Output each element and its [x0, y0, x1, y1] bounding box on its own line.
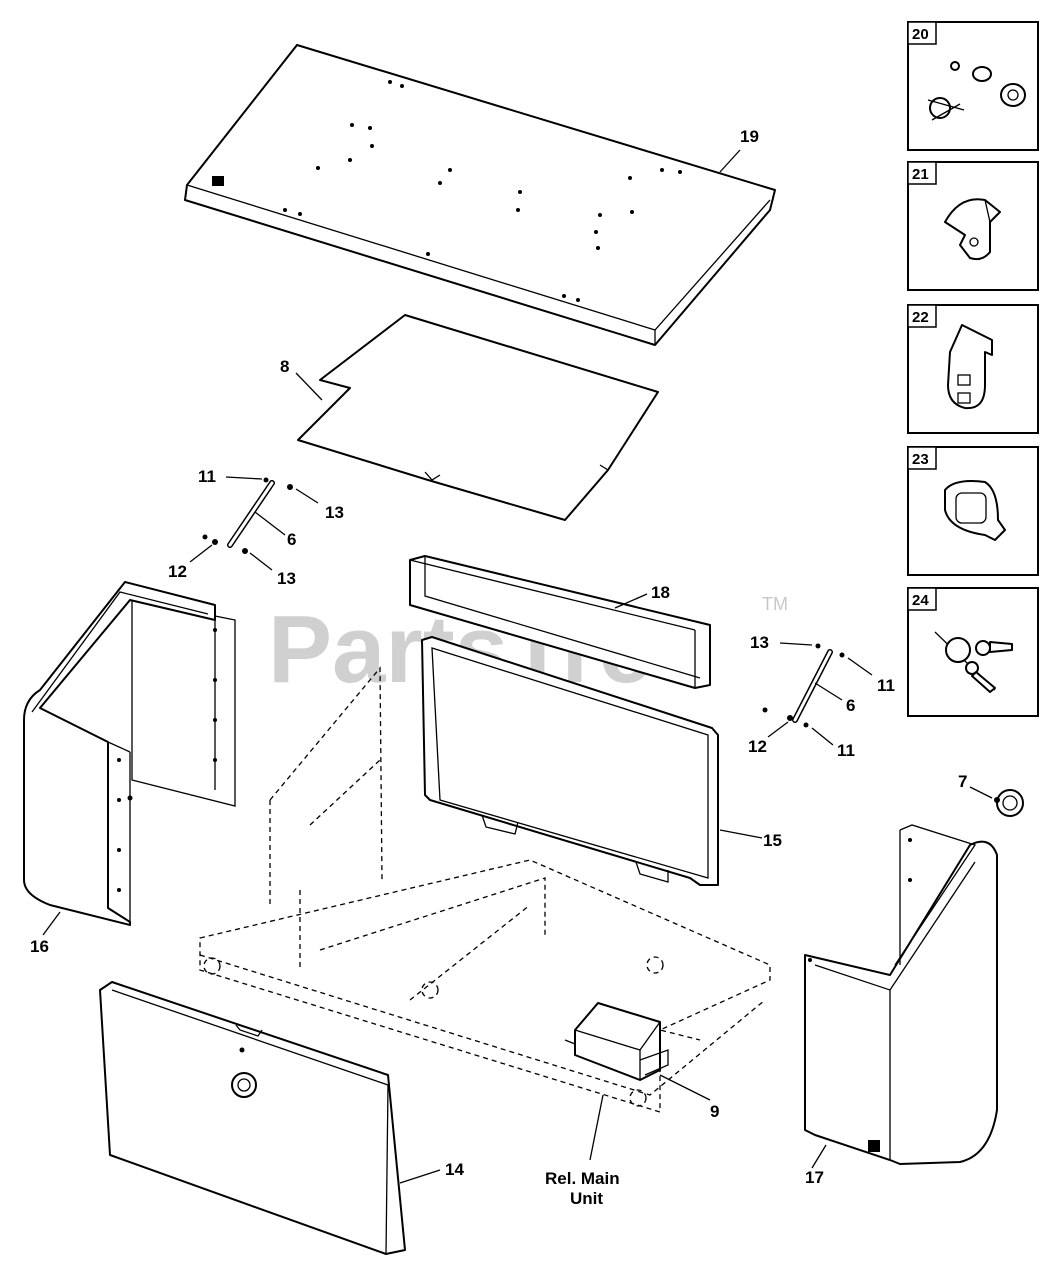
callout-7: 7 — [958, 772, 967, 791]
part-8-insulation-panel[interactable] — [297, 314, 659, 521]
inset-22[interactable]: 22 — [907, 304, 1039, 434]
callout-11-right-bottom: 11 — [837, 741, 855, 760]
callout-17: 17 — [805, 1168, 824, 1187]
callout-6-left: 6 — [287, 530, 296, 549]
inset-20[interactable]: 20 — [907, 21, 1039, 151]
part-14-front-door[interactable] — [99, 981, 406, 1255]
callout-9: 9 — [710, 1102, 719, 1121]
callout-18: 18 — [651, 583, 670, 602]
part-17-right-side-panel[interactable] — [804, 824, 998, 1165]
watermark-tm: TM — [762, 594, 788, 614]
part-16-left-side-panel[interactable] — [23, 581, 236, 926]
callout-13-left-bottom: 13 — [277, 569, 296, 588]
inset-23-number: 23 — [912, 451, 929, 468]
callout-8: 8 — [280, 357, 289, 376]
roof-label-plate — [212, 176, 224, 186]
lock-with-keys-icon — [934, 631, 1013, 693]
inset-21-number: 21 — [912, 166, 929, 183]
hardware-kit-icon — [927, 61, 1026, 121]
inset-20-number: 20 — [912, 26, 929, 43]
callout-12-left: 12 — [168, 562, 187, 581]
inset-22-number: 22 — [912, 309, 929, 326]
inset-23[interactable]: 23 — [907, 446, 1039, 576]
ref-main-unit-label-line2: Unit — [570, 1189, 603, 1208]
part-6-gas-strut-right[interactable] — [762, 643, 845, 728]
latch-bracket-icon — [947, 324, 993, 410]
latch-cam-icon — [944, 198, 1001, 261]
part-7-lock-cylinder[interactable] — [994, 789, 1024, 817]
callout-12-right: 12 — [748, 737, 767, 756]
part-9-control-box[interactable] — [564, 1002, 669, 1081]
callout-11-right-top: 11 — [877, 676, 895, 695]
ref-main-unit-label-line1: Rel. Main — [545, 1169, 620, 1188]
ref-main-unit-frame — [199, 666, 771, 1113]
part-15-rear-panel[interactable] — [421, 636, 719, 886]
callout-14: 14 — [445, 1160, 464, 1179]
padlock-hasp-icon — [944, 480, 1006, 541]
callout-13-left-top: 13 — [325, 503, 344, 522]
callout-16: 16 — [30, 937, 49, 956]
callout-19: 19 — [740, 127, 759, 146]
inset-21[interactable]: 21 — [907, 161, 1039, 291]
callout-15: 15 — [763, 831, 782, 850]
part-19-roof-panel[interactable] — [184, 44, 776, 346]
callout-11-left: 11 — [198, 467, 216, 486]
right-panel-label-plate — [868, 1140, 880, 1152]
inset-24[interactable]: 24 — [907, 587, 1039, 717]
callout-6-right: 6 — [846, 696, 855, 715]
callout-13-right: 13 — [750, 633, 769, 652]
part-6-gas-strut-left[interactable] — [202, 477, 294, 555]
part-18-rear-rail[interactable] — [409, 555, 711, 689]
inset-24-number: 24 — [912, 592, 929, 609]
